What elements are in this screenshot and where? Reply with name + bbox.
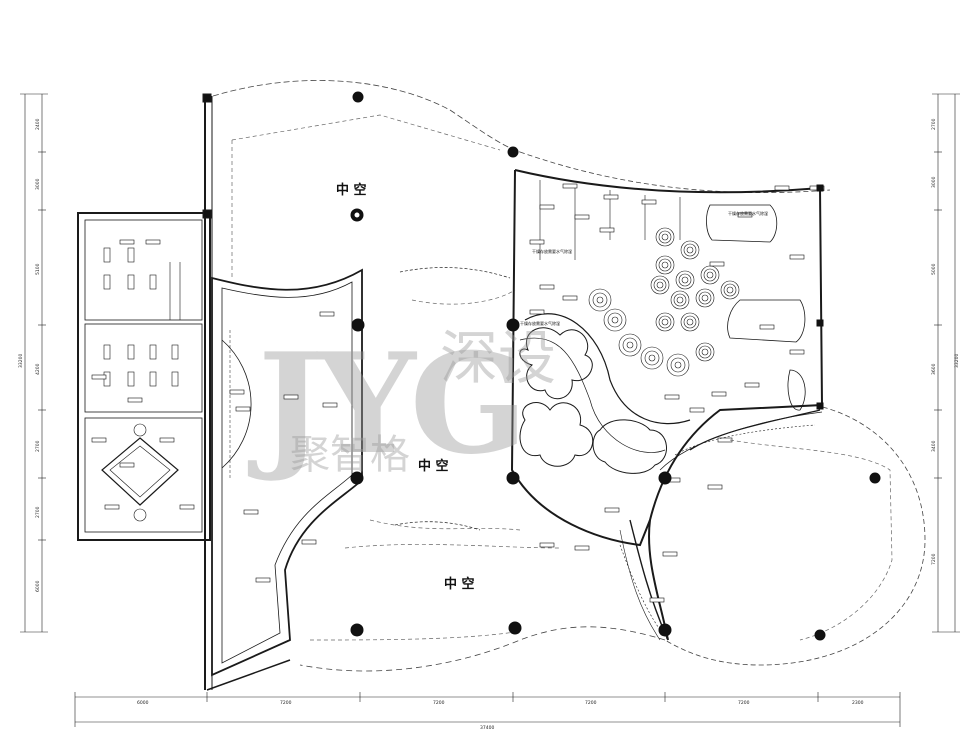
svg-text:7200: 7200 — [585, 700, 597, 706]
svg-text:2700: 2700 — [931, 118, 937, 130]
svg-text:33200: 33200 — [954, 354, 960, 368]
svg-text:33200: 33200 — [18, 354, 24, 368]
atrium-label-top: 中 空 — [336, 182, 367, 198]
svg-text:JYG: JYG — [247, 322, 522, 485]
right-dimension-line — [932, 93, 960, 633]
svg-text:2700: 2700 — [35, 506, 41, 518]
svg-text:5000: 5000 — [931, 263, 937, 275]
svg-text:2300: 2300 — [852, 700, 864, 706]
bottom-dimension-text: 6000 7200 7200 7200 7200 2300 37400 — [137, 700, 864, 731]
outer-curved-boundary — [212, 80, 926, 672]
left-wing-tags — [91, 239, 195, 510]
right-complex-tags — [529, 183, 825, 603]
svg-text:7200: 7200 — [280, 700, 292, 706]
svg-text:2700: 2700 — [35, 440, 41, 452]
svg-text:6000: 6000 — [137, 700, 149, 706]
atrium-labels: 中 空 中 空 中 空 — [336, 182, 475, 592]
svg-text:干燥存放需要水气除湿: 干燥存放需要水气除湿 — [520, 320, 560, 326]
svg-text:干燥存放需要水气除湿: 干燥存放需要水气除湿 — [532, 248, 572, 254]
atrium-label-bottom: 中 空 — [444, 576, 475, 592]
svg-text:7200: 7200 — [433, 700, 445, 706]
decor-arcs — [394, 267, 511, 531]
right-complex — [510, 169, 824, 641]
svg-text:3400: 3400 — [931, 440, 937, 452]
svg-text:聚智格: 聚智格 — [290, 432, 410, 478]
svg-text:7200: 7200 — [931, 553, 937, 565]
central-tags — [229, 311, 338, 583]
svg-text:6000: 6000 — [35, 580, 41, 592]
watermark-logo: JYG 深设 聚智格 — [247, 322, 556, 485]
left-dimension-line — [20, 93, 48, 633]
room-notes: 干燥存放需要水气除湿 干燥存放需要水气除湿 干燥存放需要水气除湿 — [520, 210, 768, 326]
svg-text:2400: 2400 — [35, 118, 41, 130]
right-dimension-text: 2700 3000 5000 3600 3400 7200 33200 — [931, 118, 960, 565]
svg-text:7200: 7200 — [738, 700, 750, 706]
atrium-label-mid: 中 空 — [418, 458, 449, 474]
svg-text:3000: 3000 — [931, 176, 937, 188]
svg-text:5100: 5100 — [35, 263, 41, 275]
water-feature-cloud — [519, 327, 667, 474]
left-wing-rooms — [77, 212, 211, 541]
svg-text:37400: 37400 — [480, 725, 494, 731]
svg-text:干燥存放需要水气除湿: 干燥存放需要水气除湿 — [728, 210, 768, 216]
svg-text:4200: 4200 — [35, 363, 41, 375]
dashed-zone-lines — [231, 114, 893, 641]
circular-column-cluster — [588, 227, 740, 377]
bottom-dimension-line — [74, 692, 901, 727]
svg-text:深设: 深设 — [440, 324, 556, 392]
svg-text:3600: 3600 — [931, 363, 937, 375]
svg-text:3000: 3000 — [35, 178, 41, 190]
left-dimension-text: 2400 3000 5100 4200 2700 2700 6000 33200 — [18, 118, 41, 592]
structural-columns — [350, 91, 881, 641]
